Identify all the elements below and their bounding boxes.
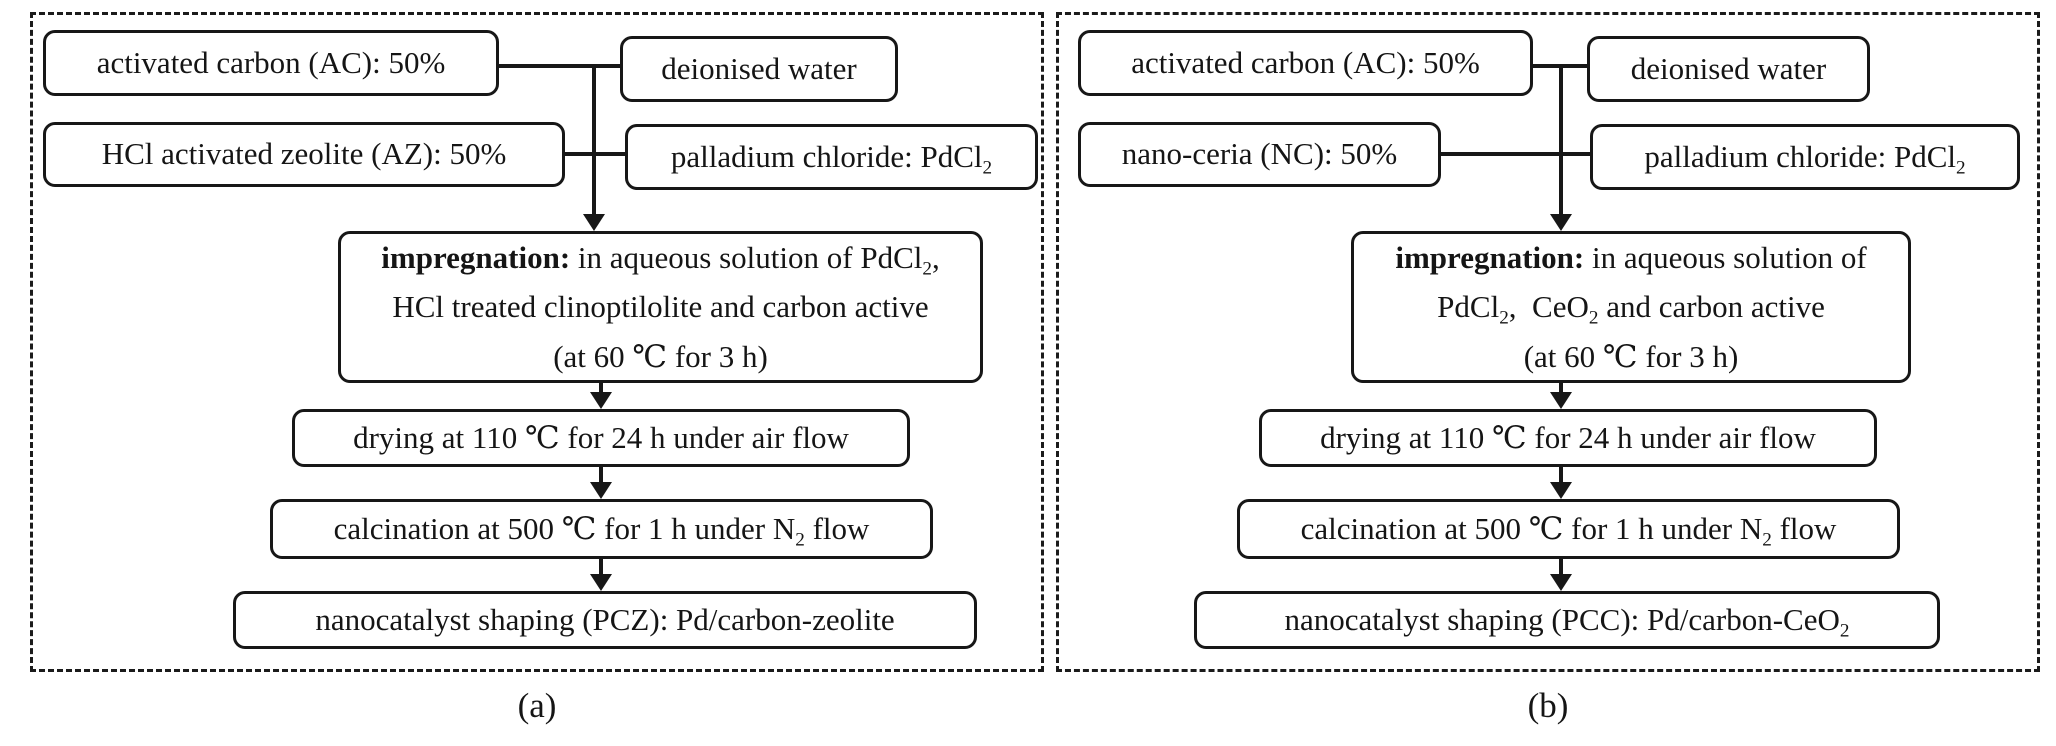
- box-nano-ceria: nano-ceria (NC): 50%: [1078, 122, 1441, 187]
- box-palladium-chloride-b: palladium chloride: PdCl2: [1590, 124, 2020, 190]
- connector-vertical-b: [1559, 64, 1563, 217]
- impregnation-line-3-a: (at 60 ℃ for 3 h): [553, 338, 768, 374]
- connector-drying-to-calcination-a: [599, 467, 603, 485]
- palladium-chloride-pre-a: palladium chloride: PdCl: [670, 138, 983, 174]
- impregnation-l2-sub2: 2: [1588, 307, 1599, 329]
- connector-ac-to-water-a: [499, 64, 620, 68]
- calcination-text-a: calcination at 500 ℃ for 1 h under N2 fl…: [333, 510, 870, 551]
- box-hcl-activated-zeolite: HCl activated zeolite (AZ): 50%: [43, 122, 565, 187]
- impregnation-line-1-a: impregnation: in aqueous solution of PdC…: [381, 233, 939, 283]
- calcination-tail-b: flow: [1771, 510, 1837, 546]
- impregnation-line-2-b: PdCl2, CeO2 and carbon active: [1437, 282, 1825, 332]
- caption-b: (b): [1527, 686, 1569, 725]
- palladium-chloride-pre-b: palladium chloride: PdCl: [1644, 138, 1957, 174]
- arrow-down-icon: [583, 214, 605, 231]
- palladium-chloride-text-b: palladium chloride: PdCl2: [1644, 138, 1966, 179]
- impregnation-keyword-b: impregnation:: [1395, 239, 1585, 275]
- impregnation-keyword-a: impregnation:: [381, 239, 571, 275]
- calcination-sub-a: 2: [795, 529, 805, 551]
- shaping-pre-b: nanocatalyst shaping (PCC): Pd/carbon-Ce…: [1284, 601, 1840, 637]
- impregnation-l1-text-a: in aqueous solution of PdCl: [570, 239, 923, 275]
- caption-a: (a): [517, 686, 557, 725]
- palladium-chloride-sub-a: 2: [982, 157, 993, 179]
- box-impregnation-b: impregnation: in aqueous solution of PdC…: [1351, 231, 1911, 383]
- impregnation-line-2-a: HCl treated clinoptilolite and carbon ac…: [392, 289, 929, 325]
- connector-impregnation-to-drying-a: [599, 383, 603, 397]
- arrow-down-icon: [590, 482, 612, 499]
- arrow-down-icon: [1550, 214, 1572, 231]
- panel-b-frame: activated carbon (AC): 50% deionised wat…: [1056, 12, 2040, 672]
- connector-calcination-to-shaping-a: [599, 559, 603, 577]
- arrow-down-icon: [1550, 482, 1572, 499]
- arrow-down-icon: [590, 574, 612, 591]
- connector-drying-to-calcination-b: [1559, 467, 1563, 485]
- box-activated-carbon-b: activated carbon (AC): 50%: [1078, 30, 1533, 96]
- arrow-down-icon: [1550, 392, 1572, 409]
- impregnation-l2-tail: and carbon active: [1598, 289, 1825, 325]
- connector-ceria-to-palladium-b: [1441, 152, 1590, 156]
- box-nanocatalyst-shaping-pcz: nanocatalyst shaping (PCZ): Pd/carbon-ze…: [233, 591, 977, 649]
- impregnation-l2-a: PdCl: [1437, 289, 1500, 325]
- impregnation-line-3-b: (at 60 ℃ for 3 h): [1523, 338, 1739, 374]
- impregnation-l2-mid: , CeO: [1508, 289, 1589, 325]
- connector-vertical-a: [592, 64, 596, 217]
- box-drying-b: drying at 110 ℃ for 24 h under air flow: [1259, 409, 1877, 467]
- panel-a-frame: activated carbon (AC): 50% deionised wat…: [30, 12, 1044, 672]
- calcination-text-b: calcination at 500 ℃ for 1 h under N2 fl…: [1300, 510, 1837, 551]
- box-deionised-water-a: deionised water: [620, 36, 898, 102]
- box-activated-carbon-a: activated carbon (AC): 50%: [43, 30, 499, 96]
- impregnation-line-1-b: impregnation: in aqueous solution of: [1395, 233, 1866, 283]
- calcination-pre-a: calcination at 500 ℃ for 1 h under N: [333, 510, 796, 546]
- calcination-tail-a: flow: [804, 510, 870, 546]
- impregnation-l1-sub-a: 2: [922, 258, 932, 280]
- impregnation-l1-tail-a: ,: [931, 239, 940, 275]
- box-drying-a: drying at 110 ℃ for 24 h under air flow: [292, 409, 910, 467]
- palladium-chloride-text-a: palladium chloride: PdCl2: [670, 138, 993, 179]
- impregnation-l2-sub1: 2: [1499, 307, 1509, 329]
- calcination-sub-b: 2: [1762, 529, 1772, 551]
- connector-calcination-to-shaping-b: [1559, 559, 1563, 577]
- box-calcination-a: calcination at 500 ℃ for 1 h under N2 fl…: [270, 499, 933, 559]
- connector-impregnation-to-drying-b: [1559, 383, 1563, 397]
- impregnation-l1-text-b: in aqueous solution of: [1584, 239, 1867, 275]
- box-nanocatalyst-shaping-pcc: nanocatalyst shaping (PCC): Pd/carbon-Ce…: [1194, 591, 1940, 649]
- arrow-down-icon: [590, 392, 612, 409]
- calcination-pre-b: calcination at 500 ℃ for 1 h under N: [1300, 510, 1763, 546]
- box-deionised-water-b: deionised water: [1587, 36, 1870, 102]
- palladium-chloride-sub-b: 2: [1956, 157, 1966, 179]
- shaping-text-b: nanocatalyst shaping (PCC): Pd/carbon-Ce…: [1284, 601, 1850, 642]
- box-impregnation-a: impregnation: in aqueous solution of PdC…: [338, 231, 983, 383]
- arrow-down-icon: [1550, 574, 1572, 591]
- shaping-sub-b: 2: [1839, 620, 1850, 642]
- box-calcination-b: calcination at 500 ℃ for 1 h under N2 fl…: [1237, 499, 1900, 559]
- box-palladium-chloride-a: palladium chloride: PdCl2: [625, 124, 1038, 190]
